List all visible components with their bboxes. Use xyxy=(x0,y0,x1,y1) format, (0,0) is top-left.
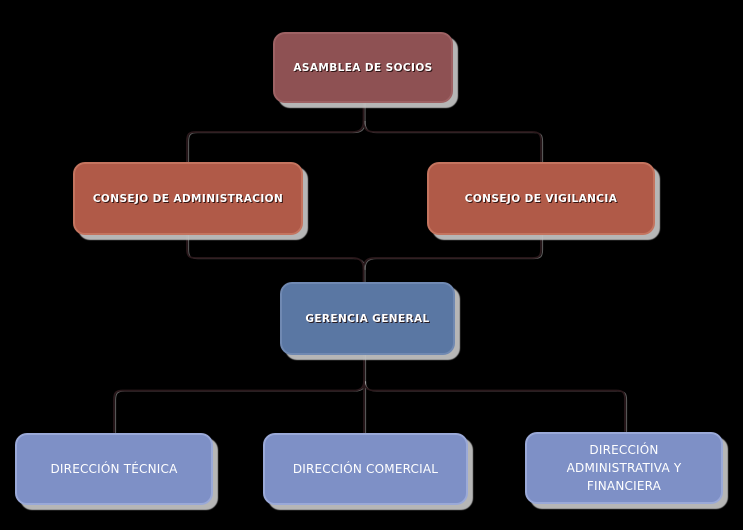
node-consejo-de-vigilancia: CONSEJO DE VIGILANCIA xyxy=(427,162,655,235)
node-direccion-comercial: DIRECCIÓN COMERCIAL xyxy=(263,433,468,505)
node-gerencia-general: GERENCIA GENERAL xyxy=(280,282,455,355)
node-direccion-administrativa-y-financiera: DIRECCIÓN ADMINISTRATIVA Y FINANCIERA xyxy=(525,432,723,504)
edge-asamblea-consejos xyxy=(186,102,542,163)
node-label: DIRECCIÓN TÉCNICA xyxy=(50,462,178,476)
node-label: CONSEJO DE VIGILANCIA xyxy=(464,192,618,205)
node-label: GERENCIA GENERAL xyxy=(305,312,430,325)
node-direccion-tecnica: DIRECCIÓN TÉCNICA xyxy=(15,433,213,505)
node-label: DIRECCIÓN ADMINISTRATIVA Y FINANCIERA xyxy=(566,443,682,493)
edge-consejos-gerencia xyxy=(186,234,542,283)
node-label: DIRECCIÓN COMERCIAL xyxy=(292,462,439,476)
edge-gerencia-direcciones xyxy=(113,354,626,434)
node-label: CONSEJO DE ADMINISTRACION xyxy=(92,192,284,205)
node-label: ASAMBLEA DE SOCIOS xyxy=(293,61,433,74)
node-consejo-de-administracion: CONSEJO DE ADMINISTRACION xyxy=(73,162,303,235)
node-asamblea-de-socios: ASAMBLEA DE SOCIOS xyxy=(273,32,453,103)
